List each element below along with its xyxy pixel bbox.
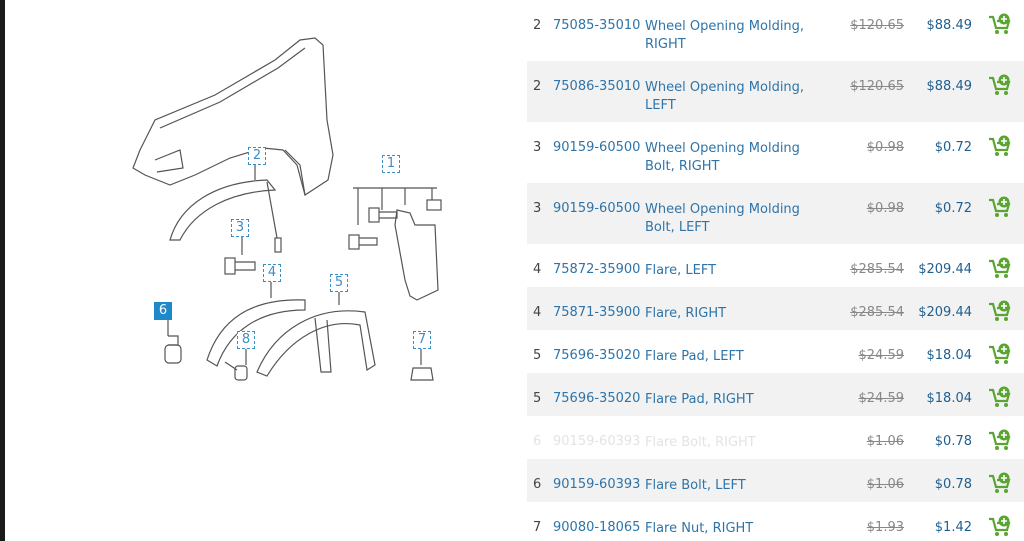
part-row[interactable]: 5 75696-35020 Flare Pad, LEFT $24.59 $18… <box>527 330 1024 373</box>
part-description-link[interactable]: Flare Bolt, LEFT <box>645 478 746 493</box>
sale-price: $18.04 <box>926 391 973 406</box>
sale-price: $88.49 <box>926 79 973 94</box>
msrp-price: $285.54 <box>850 305 904 320</box>
add-to-cart-icon[interactable] <box>988 135 1012 159</box>
add-to-cart-icon[interactable] <box>988 257 1012 281</box>
msrp-price: $0.98 <box>866 201 904 216</box>
parts-list: 2 75085-35010 Wheel Opening Molding, RIG… <box>527 0 1024 541</box>
sale-price: $0.72 <box>934 201 972 216</box>
msrp-price: $1.06 <box>866 477 904 492</box>
ref-number: 5 <box>533 391 542 406</box>
callout-6[interactable]: 6 <box>154 302 172 320</box>
sale-price: $0.78 <box>934 477 972 492</box>
msrp-price: $285.54 <box>850 262 904 277</box>
part-row[interactable]: 6 90159-60393 Flare Bolt, RIGHT $1.06 $0… <box>527 416 1024 459</box>
ref-number: 4 <box>533 262 542 277</box>
part-number-link[interactable]: 75871-35900 <box>553 305 641 320</box>
part-row[interactable]: 6 90159-60393 Flare Bolt, LEFT $1.06 $0.… <box>527 459 1024 502</box>
part-number-link[interactable]: 75085-35010 <box>553 18 641 33</box>
part-row[interactable]: 7 90080-18065 Flare Nut, RIGHT $1.93 $1.… <box>527 502 1024 541</box>
part-description-link[interactable]: Flare, LEFT <box>645 263 717 278</box>
part-description-link[interactable]: Wheel Opening Molding Bolt, RIGHT <box>645 141 800 174</box>
part-row[interactable]: 2 75086-35010 Wheel Opening Molding, LEF… <box>527 61 1024 122</box>
add-to-cart-icon[interactable] <box>988 472 1012 496</box>
part-row[interactable]: 4 75871-35900 Flare, RIGHT $285.54 $209.… <box>527 287 1024 330</box>
sale-price: $18.04 <box>926 348 973 363</box>
window-edge <box>0 0 5 541</box>
ref-number: 3 <box>533 140 542 155</box>
part-number-link[interactable]: 75086-35010 <box>553 79 641 94</box>
part-number-link[interactable]: 75872-35900 <box>553 262 641 277</box>
sale-price: $209.44 <box>918 262 972 277</box>
callout-4[interactable]: 4 <box>263 264 281 282</box>
part-number-link[interactable]: 75696-35020 <box>553 391 641 406</box>
ref-number: 2 <box>533 79 542 94</box>
msrp-price: $120.65 <box>850 79 904 94</box>
part-description-link[interactable]: Wheel Opening Molding, RIGHT <box>645 19 805 52</box>
msrp-price: $1.06 <box>866 434 904 449</box>
add-to-cart-icon[interactable] <box>988 196 1012 220</box>
part-row[interactable]: 4 75872-35900 Flare, LEFT $285.54 $209.4… <box>527 244 1024 287</box>
sale-price: $1.42 <box>934 520 972 535</box>
msrp-price: $24.59 <box>858 391 905 406</box>
ref-number: 5 <box>533 348 542 363</box>
diagram-drawing <box>132 37 442 381</box>
part-description-link[interactable]: Flare, RIGHT <box>645 306 727 321</box>
callout-3[interactable]: 3 <box>231 219 249 237</box>
callout-2[interactable]: 2 <box>248 147 266 165</box>
part-number-link[interactable]: 90159-60393 <box>553 434 641 449</box>
parts-diagram: 1 2 3 4 5 6 7 8 <box>5 0 525 541</box>
add-to-cart-icon[interactable] <box>988 13 1012 37</box>
callout-8[interactable]: 8 <box>237 331 255 349</box>
msrp-price: $24.59 <box>858 348 905 363</box>
part-row[interactable]: 2 75085-35010 Wheel Opening Molding, RIG… <box>527 0 1024 61</box>
callout-7[interactable]: 7 <box>413 331 431 349</box>
part-description-link[interactable]: Flare Pad, LEFT <box>645 349 744 364</box>
ref-number: 6 <box>533 477 542 492</box>
ref-number: 6 <box>533 434 542 449</box>
part-number-link[interactable]: 90159-60500 <box>553 140 641 155</box>
ref-number: 4 <box>533 305 542 320</box>
sale-price: $88.49 <box>926 18 973 33</box>
callout-5[interactable]: 5 <box>330 274 348 292</box>
add-to-cart-icon[interactable] <box>988 300 1012 324</box>
sale-price: $0.72 <box>934 140 972 155</box>
add-to-cart-icon[interactable] <box>988 343 1012 367</box>
part-description-link[interactable]: Flare Nut, RIGHT <box>645 521 754 536</box>
add-to-cart-icon[interactable] <box>988 515 1012 539</box>
msrp-price: $120.65 <box>850 18 904 33</box>
add-to-cart-icon[interactable] <box>988 429 1012 453</box>
msrp-price: $1.93 <box>866 520 904 535</box>
ref-number: 3 <box>533 201 542 216</box>
ref-number: 7 <box>533 520 542 535</box>
part-number-link[interactable]: 75696-35020 <box>553 348 641 363</box>
add-to-cart-icon[interactable] <box>988 386 1012 410</box>
sale-price: $209.44 <box>918 305 972 320</box>
part-row[interactable]: 3 90159-60500 Wheel Opening Molding Bolt… <box>527 122 1024 183</box>
part-number-link[interactable]: 90159-60393 <box>553 477 641 492</box>
part-description-link[interactable]: Flare Bolt, RIGHT <box>645 435 756 450</box>
part-row[interactable]: 3 90159-60500 Wheel Opening Molding Bolt… <box>527 183 1024 244</box>
part-number-link[interactable]: 90080-18065 <box>553 520 641 535</box>
ref-number: 2 <box>533 18 542 33</box>
part-row[interactable]: 5 75696-35020 Flare Pad, RIGHT $24.59 $1… <box>527 373 1024 416</box>
part-number-link[interactable]: 90159-60500 <box>553 201 641 216</box>
callout-1[interactable]: 1 <box>382 155 400 173</box>
msrp-price: $0.98 <box>866 140 904 155</box>
part-description-link[interactable]: Wheel Opening Molding Bolt, LEFT <box>645 202 800 235</box>
sale-price: $0.78 <box>934 434 972 449</box>
part-description-link[interactable]: Flare Pad, RIGHT <box>645 392 754 407</box>
add-to-cart-icon[interactable] <box>988 74 1012 98</box>
part-description-link[interactable]: Wheel Opening Molding, LEFT <box>645 80 805 113</box>
